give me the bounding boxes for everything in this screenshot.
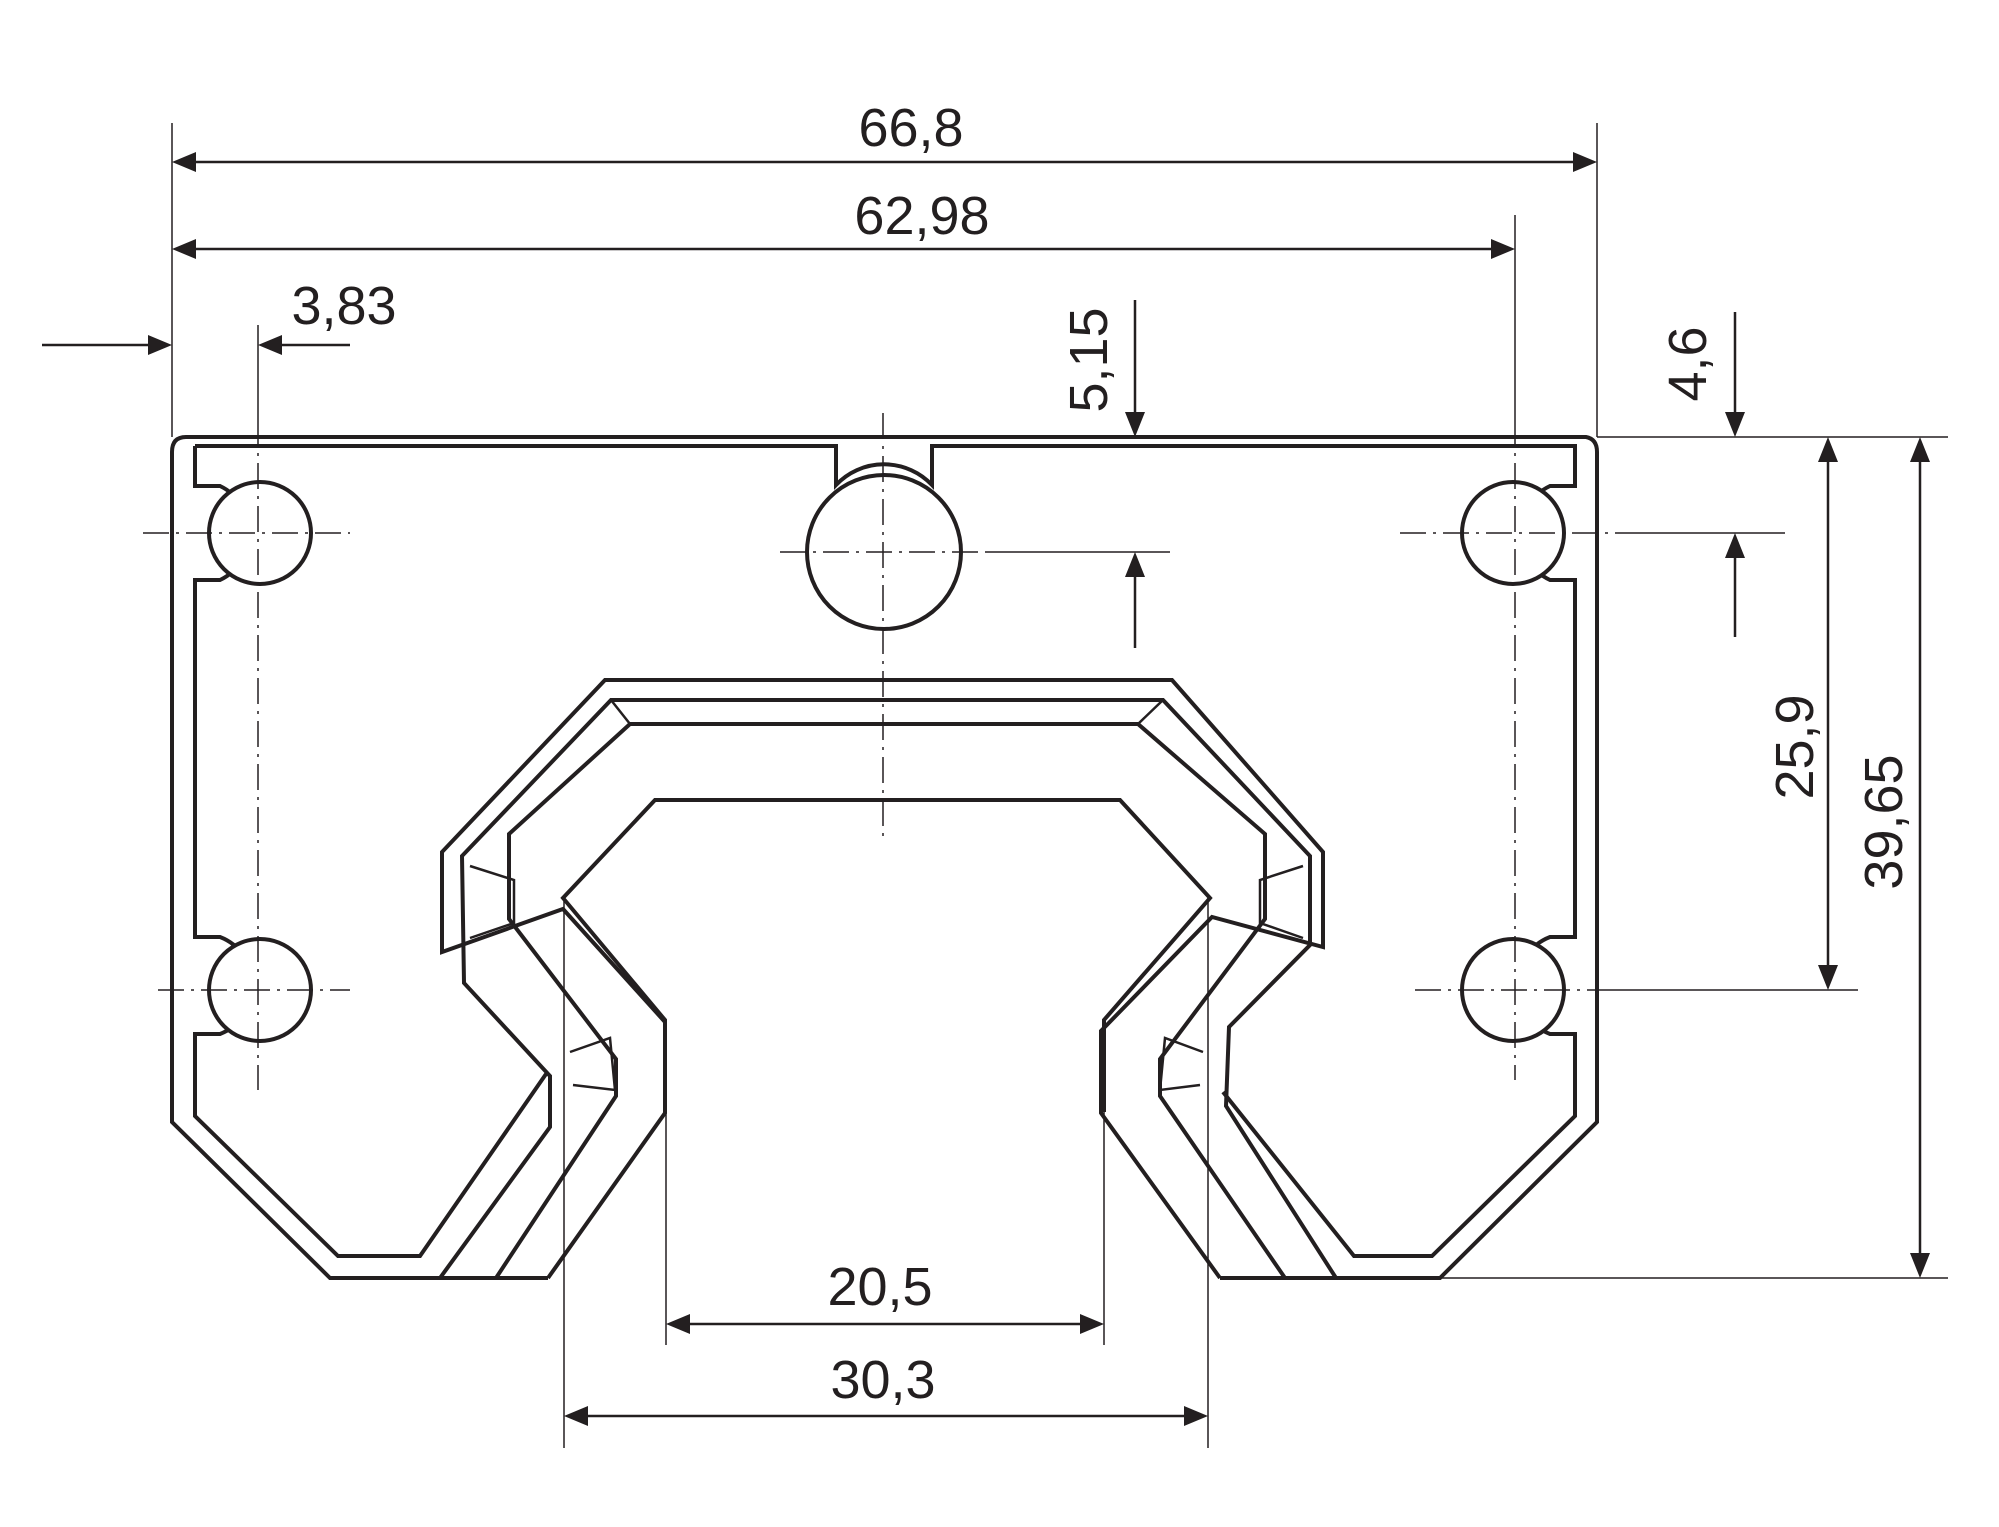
label-top-to-center-hole: 5,15: [1059, 307, 1119, 412]
arrow-overall-height-up: [1910, 437, 1930, 462]
label-outer-slot-width: 30,3: [830, 1350, 935, 1410]
arrow-top-to-side-down: [1725, 412, 1745, 437]
left-top-bevel: [610, 699, 631, 725]
label-overall-height: 39,65: [1854, 754, 1914, 889]
arrow-hole-offset-left: [148, 335, 172, 355]
dimensions: 66,8 62,98 3,83 5,15 4,6 25,9: [42, 98, 1948, 1448]
arrow-hole-offset-right: [258, 335, 282, 355]
left-lower-bevel: [569, 1036, 617, 1092]
arrow-top-to-side-up: [1725, 533, 1745, 558]
left-bevel-details: [469, 699, 1304, 1092]
left-upper-bevel: [469, 864, 516, 940]
right-lower-bevel: [1158, 1036, 1204, 1092]
holes: [207, 473, 1566, 1043]
arrow-vertical-spacing-down: [1818, 965, 1838, 990]
right-top-bevel: [1137, 699, 1164, 725]
rail-band-inner: [494, 722, 1287, 1280]
label-width-between-holes: 62,98: [854, 186, 989, 246]
arrow-between-holes-left: [172, 239, 196, 259]
label-inner-slot-width: 20,5: [827, 1257, 932, 1317]
main-outer-profile: [186, 435, 1599, 1280]
label-hole-edge-offset: 3,83: [291, 276, 396, 336]
label-top-to-side-hole: 4,6: [1658, 326, 1718, 401]
label-vertical-hole-spacing: 25,9: [1765, 694, 1825, 799]
arrow-top-to-center-up: [1125, 552, 1145, 577]
arrow-overall-width-left: [172, 152, 196, 172]
rail-band-left-outer: [438, 698, 1338, 1280]
arrow-outer-slot-left: [564, 1406, 588, 1426]
right-upper-bevel: [1258, 864, 1304, 940]
arrow-top-to-center-down: [1125, 412, 1145, 437]
label-overall-width: 66,8: [858, 98, 963, 158]
arrow-inner-slot-left: [666, 1314, 690, 1334]
left-outer-profile: [170, 435, 548, 1280]
arrow-vertical-spacing-up: [1818, 437, 1838, 462]
slot-outline: [440, 678, 1325, 1280]
arrow-outer-slot-right: [1184, 1406, 1208, 1426]
arrow-overall-width-right: [1573, 152, 1597, 172]
arrow-inner-slot-right: [1080, 1314, 1104, 1334]
centerlines: [143, 413, 1640, 1090]
arrow-between-holes-right: [1491, 239, 1515, 259]
rail-body-inner: [560, 798, 1213, 1112]
arrow-overall-height-down: [1910, 1253, 1930, 1278]
